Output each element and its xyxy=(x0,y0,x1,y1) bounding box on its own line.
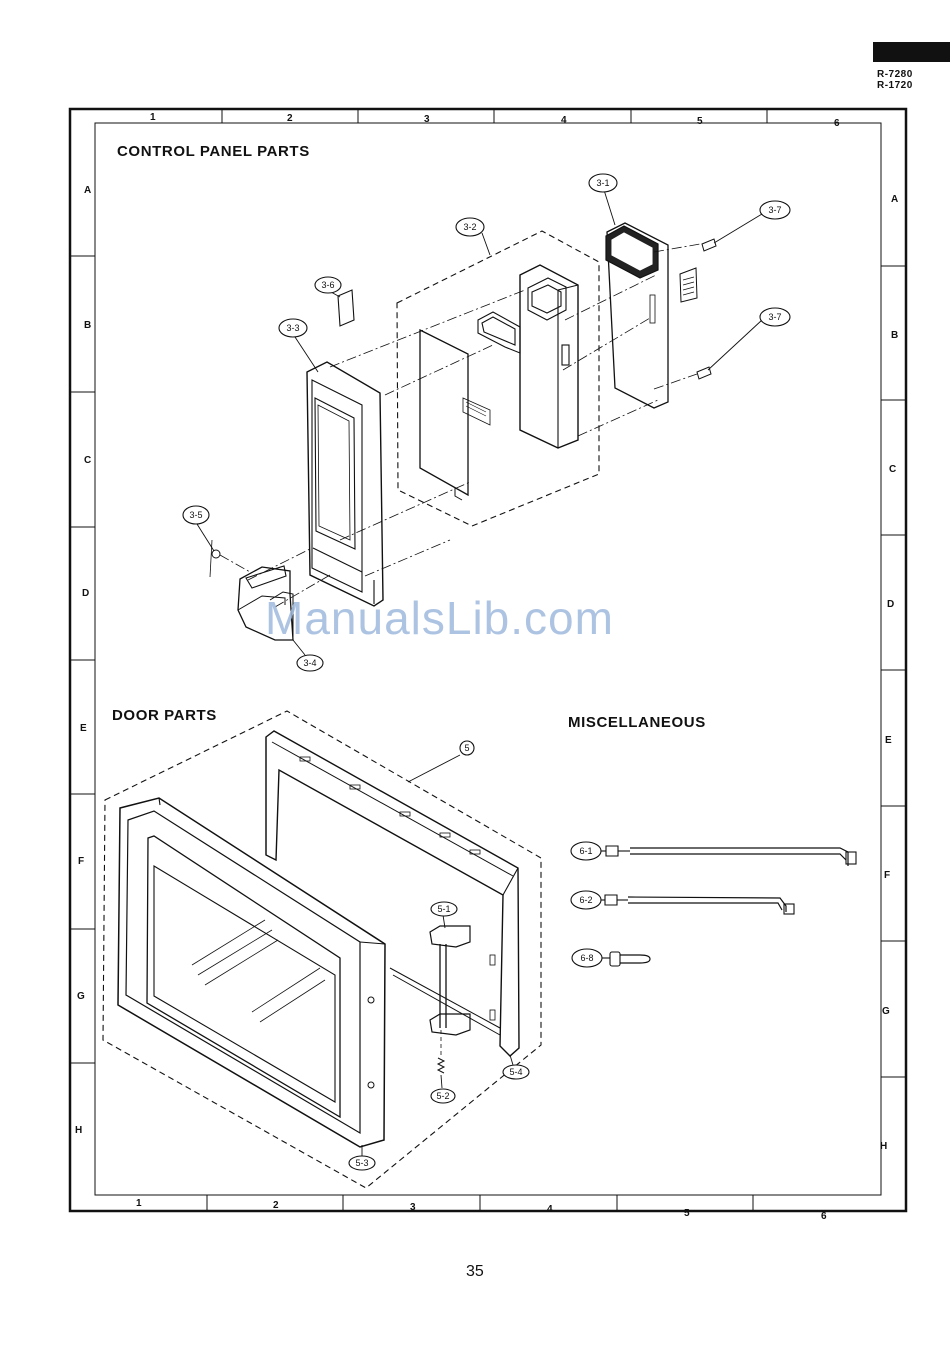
grid-row-label-right: C xyxy=(889,464,896,475)
control-panel-drawing xyxy=(197,190,762,655)
grid-col-label-bottom: 6 xyxy=(821,1211,827,1222)
grid-col-label-top: 2 xyxy=(287,113,293,124)
grid-row-label-right: F xyxy=(884,870,890,881)
watermark: ManualsLib.com xyxy=(265,591,614,645)
grid-row-label-left: H xyxy=(75,1125,82,1136)
section-title-control-panel: CONTROL PANEL PARTS xyxy=(117,143,310,160)
grid-row-label-left: C xyxy=(84,455,91,466)
callout-label: 6-8 xyxy=(580,953,593,963)
section-title-misc: MISCELLANEOUS xyxy=(568,714,706,731)
drawing-frame xyxy=(70,109,906,1211)
grid-row-label-left: A xyxy=(84,185,91,196)
grid-row-label-right: E xyxy=(885,735,892,746)
grid-row-label-left: G xyxy=(77,991,85,1002)
callout-label: 3-5 xyxy=(189,510,202,520)
grid-col-label-bottom: 2 xyxy=(273,1200,279,1211)
callout-label: 5-4 xyxy=(509,1067,522,1077)
callout-label: 3-7 xyxy=(768,205,781,215)
grid-col-label-bottom: 4 xyxy=(547,1204,553,1215)
grid-col-label-top: 1 xyxy=(150,112,156,123)
grid-row-label-right: B xyxy=(891,330,898,341)
grid-col-label-top: 3 xyxy=(424,114,430,125)
grid-col-label-top: 5 xyxy=(697,116,703,127)
callout-label: 5-3 xyxy=(355,1158,368,1168)
page-number: 35 xyxy=(466,1263,484,1281)
grid-row-label-right: H xyxy=(880,1141,887,1152)
grid-col-label-bottom: 1 xyxy=(136,1198,142,1209)
grid-row-label-right: G xyxy=(882,1006,890,1017)
grid-row-label-right: A xyxy=(891,194,898,205)
callout-label: 3-2 xyxy=(463,222,476,232)
callout-label: 3-1 xyxy=(596,178,609,188)
section-title-door: DOOR PARTS xyxy=(112,707,217,724)
grid-col-label-bottom: 3 xyxy=(410,1202,416,1213)
callout-label: 3-4 xyxy=(303,658,316,668)
door-drawing xyxy=(103,711,541,1188)
miscellaneous-drawing xyxy=(600,846,856,966)
grid-col-label-bottom: 5 xyxy=(684,1208,690,1219)
callout-label: 6-2 xyxy=(579,895,592,905)
callout-label: 3-7 xyxy=(768,312,781,322)
callout-label: 3-6 xyxy=(321,280,334,290)
grid-row-label-left: E xyxy=(80,723,87,734)
callout-label: 3-3 xyxy=(286,323,299,333)
grid-col-label-top: 4 xyxy=(561,115,567,126)
grid-row-label-right: D xyxy=(887,599,894,610)
grid-row-label-left: D xyxy=(82,588,89,599)
grid-row-label-left: F xyxy=(78,856,84,867)
callout-label: 5-1 xyxy=(437,904,450,914)
callout-label: 6-1 xyxy=(579,846,592,856)
callout-label: 5 xyxy=(464,743,469,753)
grid-col-label-top: 6 xyxy=(834,118,840,129)
callout-label: 5-2 xyxy=(436,1091,449,1101)
grid-row-label-left: B xyxy=(84,320,91,331)
